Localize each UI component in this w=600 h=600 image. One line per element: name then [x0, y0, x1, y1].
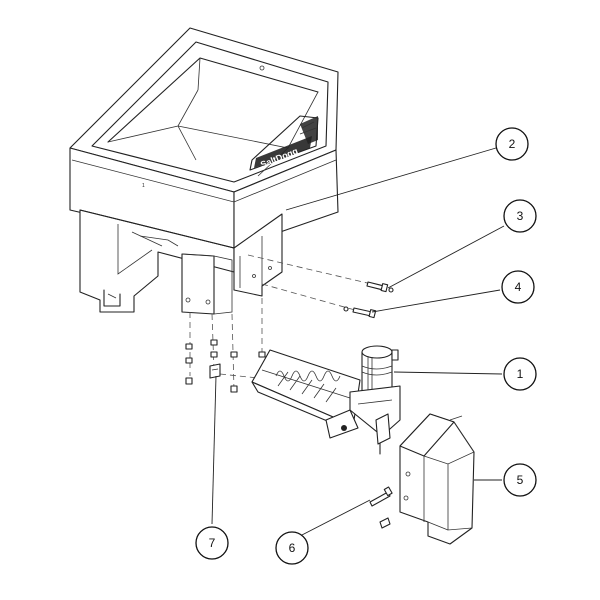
hardware — [185, 281, 394, 529]
callout-3-label: 3 — [517, 209, 524, 223]
hopper: 1 SaltDogg — [69, 27, 339, 315]
callout-7-label: 7 — [209, 536, 216, 550]
callout-1[interactable]: 1 — [503, 357, 537, 391]
auger-flights — [275, 370, 341, 403]
bolt-part-3 — [366, 281, 394, 293]
nut-column-1 — [185, 343, 193, 385]
callout-7[interactable]: 7 — [195, 526, 229, 560]
callout-6-label: 6 — [289, 541, 296, 555]
hopper-mark: 1 — [142, 183, 145, 189]
auger-motor-assembly — [251, 345, 401, 455]
nut-column-4 — [258, 351, 266, 358]
nut-column-2 — [210, 339, 218, 358]
callout-2[interactable]: 2 — [495, 127, 529, 161]
clip-part-7 — [209, 363, 221, 379]
callout-4-label: 4 — [515, 280, 522, 294]
callout-1-label: 1 — [517, 367, 524, 381]
bolt-part-6 — [369, 486, 393, 529]
callout-3[interactable]: 3 — [503, 199, 537, 233]
callout-2-label: 2 — [509, 137, 516, 151]
leader-lines — [211, 147, 505, 537]
callout-5-label: 5 — [517, 473, 524, 487]
callout-5[interactable]: 5 — [503, 463, 537, 497]
callout-6[interactable]: 6 — [275, 531, 309, 565]
nut-column-3 — [230, 351, 238, 393]
callout-4[interactable]: 4 — [501, 270, 535, 304]
bolt-part-4 — [343, 306, 377, 319]
spinner-chute — [399, 413, 475, 545]
